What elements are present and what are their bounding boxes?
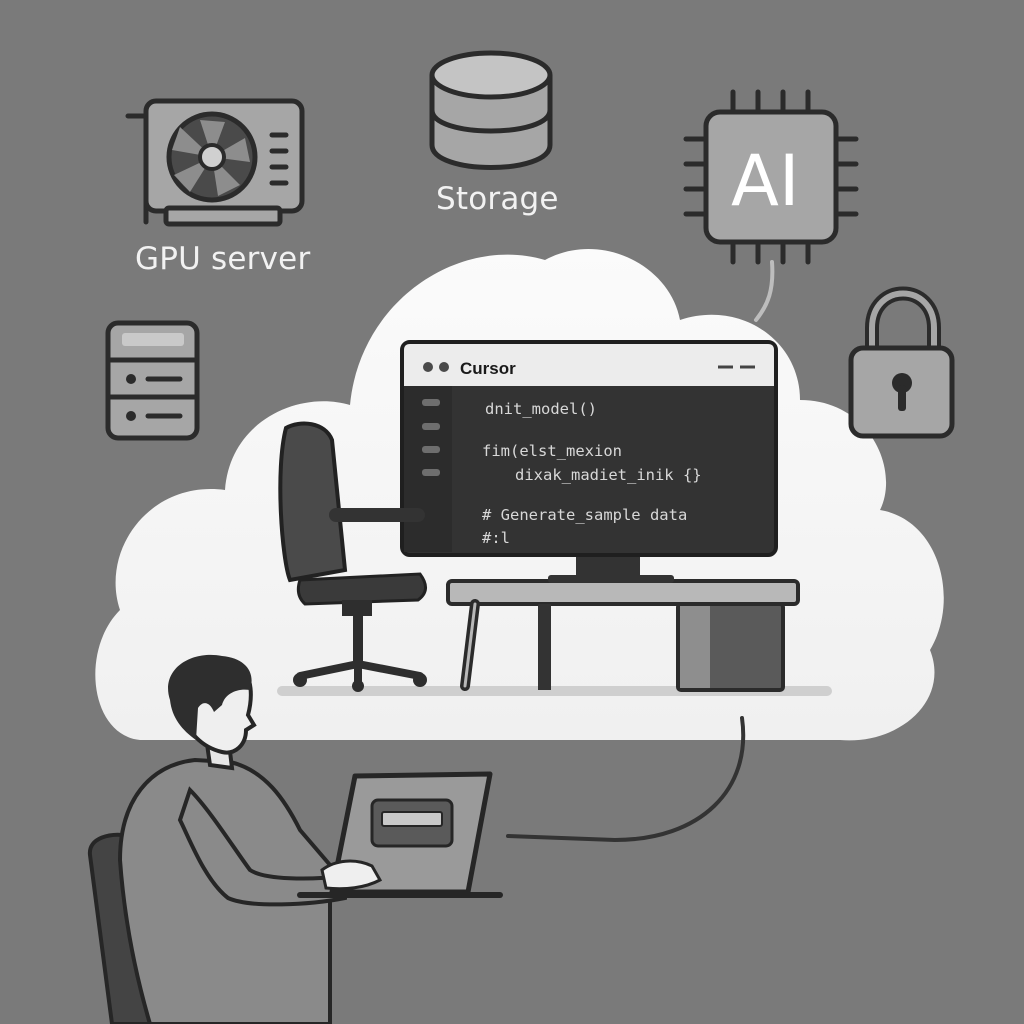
code-line: dixak_madiet_inik {} [515,466,702,484]
monitor [400,340,778,583]
storage-database-icon [429,50,553,170]
editor-window-title: Cursor [460,359,516,378]
storage-label: Storage [436,181,559,217]
code-line: fim(elst_mexion [482,442,622,460]
gpu-card-icon [125,98,305,227]
office-chair [278,421,427,692]
server-rack-icon [105,320,200,441]
desk [446,579,800,692]
code-line: # Generate_sample data [482,506,688,524]
padlock-icon [848,286,955,439]
connection-line [506,716,746,843]
gpu-server-label: GPU server [135,241,311,277]
code-line: #:l [482,529,510,547]
person-with-laptop [87,654,503,1024]
code-line: dnit_model() [485,400,597,418]
ai-chip-label: AI [731,140,800,222]
ai-chip-icon [683,89,859,322]
